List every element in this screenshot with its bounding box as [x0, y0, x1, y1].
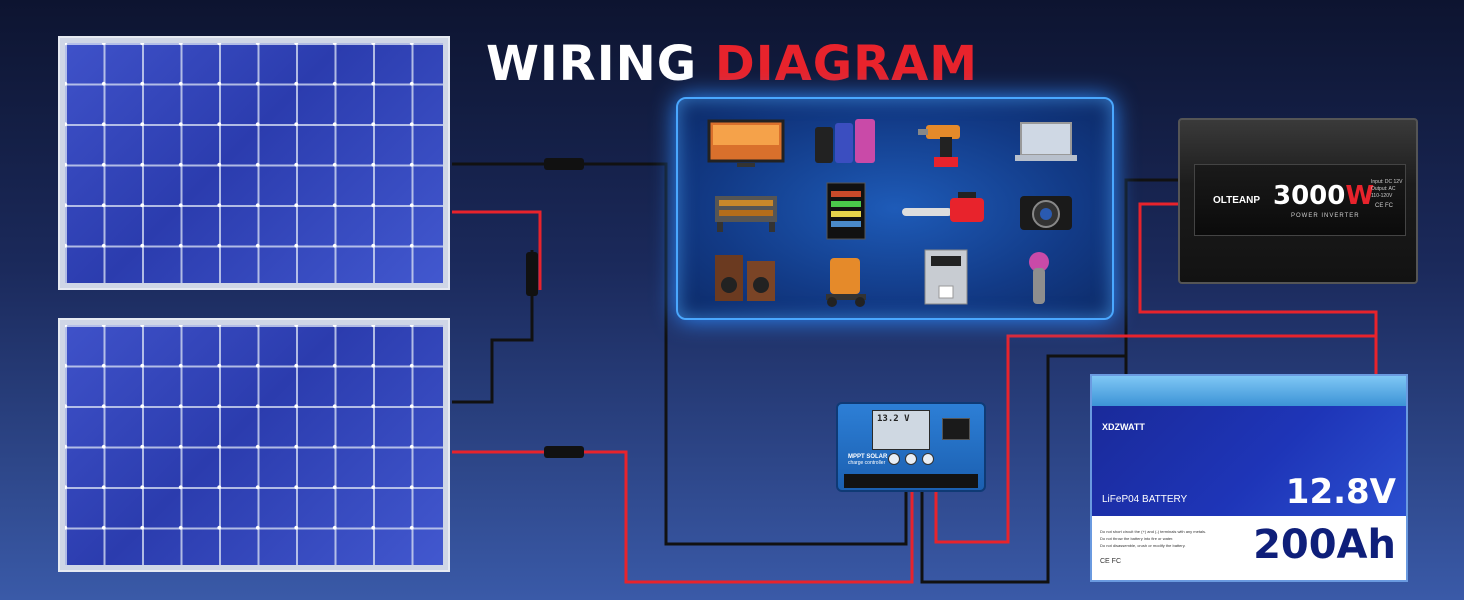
inverter-specs: Input: DC 12V Output: AC 110-120V — [1371, 179, 1405, 200]
camera-icon — [996, 178, 1096, 245]
controller-label-line1: MPPT SOLAR — [848, 454, 888, 460]
controller-terminals — [844, 474, 978, 488]
battery-warning: Do not disassemble, crush or modify the … — [1100, 543, 1186, 548]
inverter-subtitle: POWER INVERTER — [1291, 213, 1360, 219]
controller-button — [922, 453, 934, 465]
negative-wire-panel1 — [452, 162, 908, 546]
fridge-icon — [796, 178, 896, 245]
positive-wire-battery — [934, 334, 1378, 544]
lifepo4-battery: XDZWATT LiFeP04 BATTERY 12.8V 200Ah Do n… — [1090, 374, 1408, 582]
battery-warning: Do not throw the battery into fire or wa… — [1100, 536, 1174, 541]
controller-button — [905, 453, 917, 465]
negative-wire-panel2 — [452, 250, 534, 404]
mc4-connector — [526, 252, 538, 296]
tv-icon — [696, 111, 796, 178]
solar-panel-bottom — [58, 318, 450, 572]
positive-wire-inverter — [1138, 202, 1378, 336]
controller-lcd-value: 13.2 V — [877, 414, 910, 424]
controller-buttons — [888, 452, 939, 470]
title-word-wiring: WIRING — [485, 36, 698, 92]
appliances-panel — [676, 97, 1114, 320]
battery-lid — [1092, 376, 1406, 406]
speakers-icon — [696, 244, 796, 311]
phones-icon — [796, 111, 896, 178]
grill-icon — [696, 178, 796, 245]
mc4-connector — [544, 158, 584, 170]
controller-button — [888, 453, 900, 465]
solar-panel-top — [58, 36, 450, 290]
pressure-washer-icon — [796, 244, 896, 311]
chainsaw-icon — [896, 178, 996, 245]
controller-label-line2: charge controller — [848, 460, 886, 466]
inverter-watt-number: 3000 — [1273, 181, 1346, 211]
battery-voltage: 12.8V — [1285, 472, 1396, 512]
drill-icon — [896, 111, 996, 178]
solar-cells — [65, 325, 443, 565]
coffee-machine-icon — [896, 244, 996, 311]
battery-label-panel — [1092, 406, 1406, 516]
battery-certs: CE FC — [1100, 558, 1121, 565]
mc4-connector — [544, 446, 584, 458]
power-inverter: OLTEANP 3000W POWER INVERTER Input: DC 1… — [1178, 118, 1418, 284]
battery-warning: Do not short circuit the (+) and (-) ter… — [1100, 529, 1207, 534]
diagram-title: WIRING DIAGRAM — [0, 36, 1464, 92]
inverter-watt-unit: W — [1345, 181, 1375, 211]
battery-capacity: 200Ah — [1253, 522, 1396, 568]
inverter-faceplate: OLTEANP 3000W POWER INVERTER Input: DC 1… — [1194, 164, 1406, 236]
inverter-spec-output: Output: AC 110-120V — [1371, 186, 1396, 199]
inverter-brand: OLTEANP — [1213, 195, 1261, 206]
hair-dryer-icon — [996, 244, 1096, 311]
battery-type: LiFeP04 BATTERY — [1102, 494, 1188, 505]
laptop-icon — [996, 111, 1096, 178]
title-word-diagram: DIAGRAM — [714, 36, 979, 92]
inverter-certs: CE FC — [1375, 203, 1393, 209]
usb-ports — [942, 418, 970, 440]
solar-cells — [65, 43, 443, 283]
battery-warnings: Do not short circuit the (+) and (-) ter… — [1100, 528, 1210, 549]
positive-wire-panel1 — [452, 210, 542, 290]
inverter-wattage: 3000W — [1273, 181, 1374, 211]
mppt-charge-controller: 13.2 V MPPT SOLAR charge controller — [836, 402, 986, 492]
controller-lcd: 13.2 V — [872, 410, 930, 450]
negative-wire-inverter — [1124, 178, 1180, 376]
battery-brand: XDZWATT — [1102, 422, 1145, 432]
controller-label: MPPT SOLAR charge controller — [848, 454, 887, 466]
inverter-spec-input: Input: DC 12V — [1371, 179, 1403, 185]
